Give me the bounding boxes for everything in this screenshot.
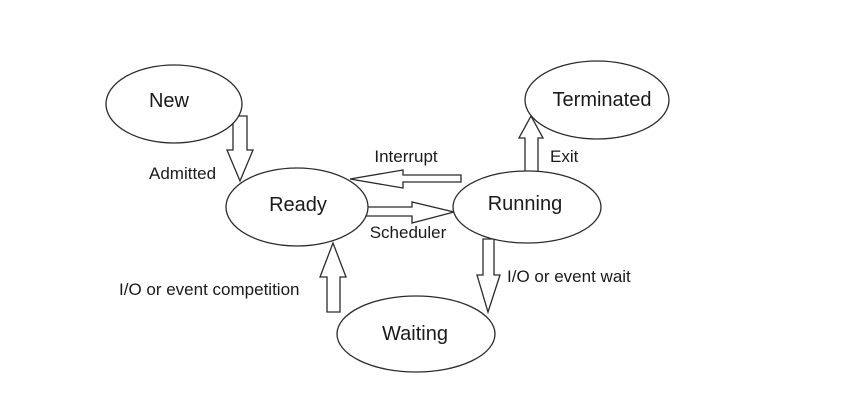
state-node-running [452,170,602,244]
state-node-new [105,64,243,144]
transition-label-io-event-wait: I/O or event wait [507,267,631,286]
state-label-new: New [149,90,190,112]
state-label-waiting: Waiting [382,323,448,345]
state-label-terminated: Terminated [553,89,652,111]
transition-label-admitted: Admitted [149,164,216,183]
transition-arrow-exit [517,114,545,175]
transition-label-io-event-competition: I/O or event competition [119,280,299,299]
transition-label-exit: Exit [550,147,579,166]
state-label-ready: Ready [269,194,327,216]
transition-label-scheduler: Scheduler [370,223,447,242]
transition-arrow-scheduler [363,201,455,224]
state-label-running: Running [488,193,563,215]
state-node-ready [225,167,369,247]
state-node-terminated [524,60,670,140]
state-node-waiting [336,295,496,373]
transition-label-interrupt: Interrupt [374,147,438,166]
transition-arrow-io-event-competition [319,241,347,313]
transition-arrow-io-event-wait [476,238,501,315]
transition-arrow-interrupt [349,169,462,189]
transition-arrow-admitted [226,115,254,183]
